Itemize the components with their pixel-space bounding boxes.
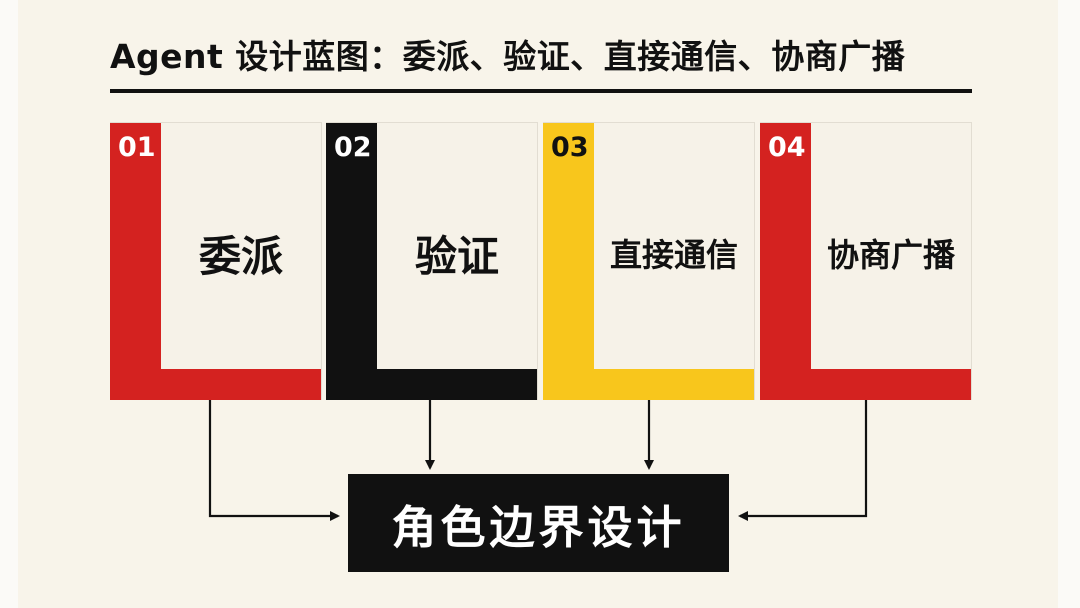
card-bar-vertical <box>110 123 161 400</box>
card-bar-horizontal <box>760 369 971 400</box>
title-divider <box>110 89 972 93</box>
arrow-from-card-01 <box>208 400 340 521</box>
card-label: 直接通信 <box>609 236 738 274</box>
card-number: 04 <box>768 132 806 163</box>
role-boundary-label: 角色边界设计 <box>391 500 686 554</box>
card-verification: 02 验证 <box>326 122 538 400</box>
card-label: 委派 <box>198 231 283 281</box>
card-bar-horizontal <box>543 369 754 400</box>
card-number: 03 <box>551 132 589 163</box>
arrow-from-card-04 <box>738 400 868 521</box>
card-bar-horizontal <box>110 369 321 400</box>
card-direct-communication: 03 直接通信 <box>543 122 755 400</box>
page-title: Agent 设计蓝图：委派、验证、直接通信、协商广播 <box>110 37 906 76</box>
card-bar-vertical <box>760 123 811 400</box>
card-label: 协商广播 <box>826 236 955 274</box>
card-bar-vertical <box>543 123 594 400</box>
card-label: 验证 <box>414 231 499 281</box>
card-negotiation-broadcast: 04 协商广播 <box>760 122 972 400</box>
card-delegation: 01 委派 <box>110 122 322 400</box>
role-boundary-box: 角色边界设计 <box>348 474 729 572</box>
card-bar-vertical <box>326 123 377 400</box>
card-number: 02 <box>334 132 372 163</box>
card-bar-horizontal <box>326 369 537 400</box>
card-number: 01 <box>118 132 156 163</box>
